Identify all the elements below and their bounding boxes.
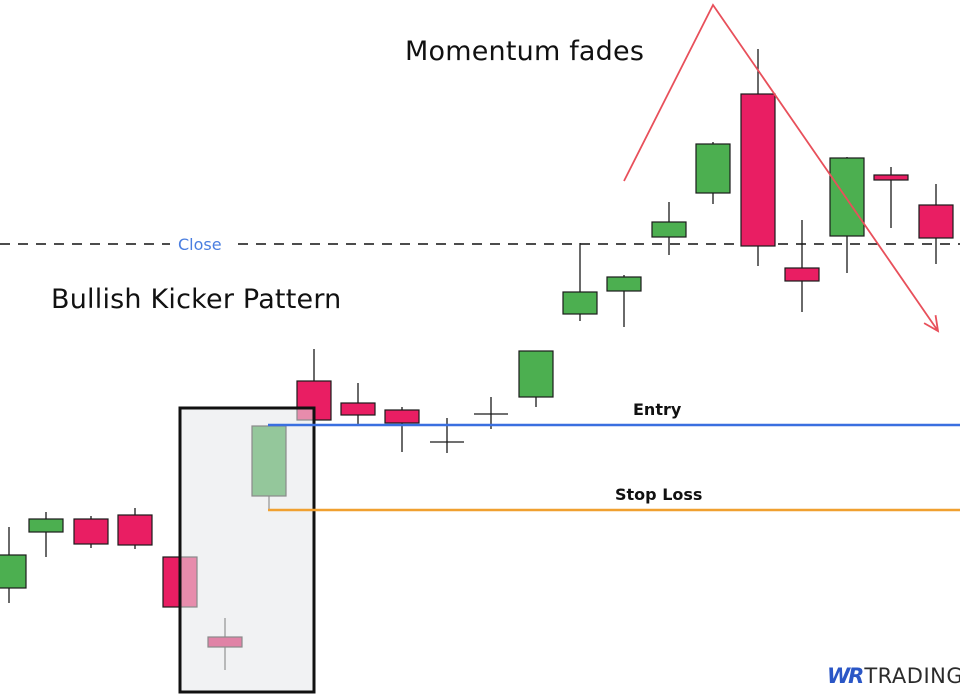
stop-loss-label: Stop Loss (615, 485, 703, 504)
candles-behind-box (0, 49, 954, 608)
logo-trading: TRADING (864, 664, 960, 688)
candle (474, 397, 508, 429)
highlight-box-border (178, 406, 316, 694)
candle (740, 49, 776, 266)
candle (873, 167, 909, 228)
momentum-arrow-icon (623, 3, 940, 333)
highlight-box-fill (180, 408, 314, 692)
close-label: Close (178, 235, 222, 254)
candle (430, 418, 464, 453)
candle (606, 275, 642, 327)
kicker-highlight-box (180, 408, 314, 692)
candle (562, 243, 598, 321)
candle (829, 157, 865, 273)
entry-stop-levels (268, 423, 960, 512)
logo-wr: WR (827, 664, 864, 688)
momentum-fades-label: Momentum fades (405, 36, 645, 67)
candle (207, 618, 243, 670)
candle (784, 220, 820, 312)
bullish-kicker-title: Bullish Kicker Pattern (51, 284, 342, 315)
candle (73, 516, 109, 548)
candle (28, 512, 64, 557)
candles (178, 406, 316, 694)
candle (117, 508, 153, 549)
candle (0, 527, 27, 603)
candle (384, 407, 420, 452)
candle (340, 383, 376, 424)
candle (651, 202, 687, 255)
candle (918, 184, 954, 264)
candle (695, 142, 731, 204)
candle (251, 425, 287, 510)
candle (518, 350, 554, 407)
entry-label: Entry (633, 400, 682, 419)
wr-trading-logo: WRTRADING (827, 664, 960, 688)
